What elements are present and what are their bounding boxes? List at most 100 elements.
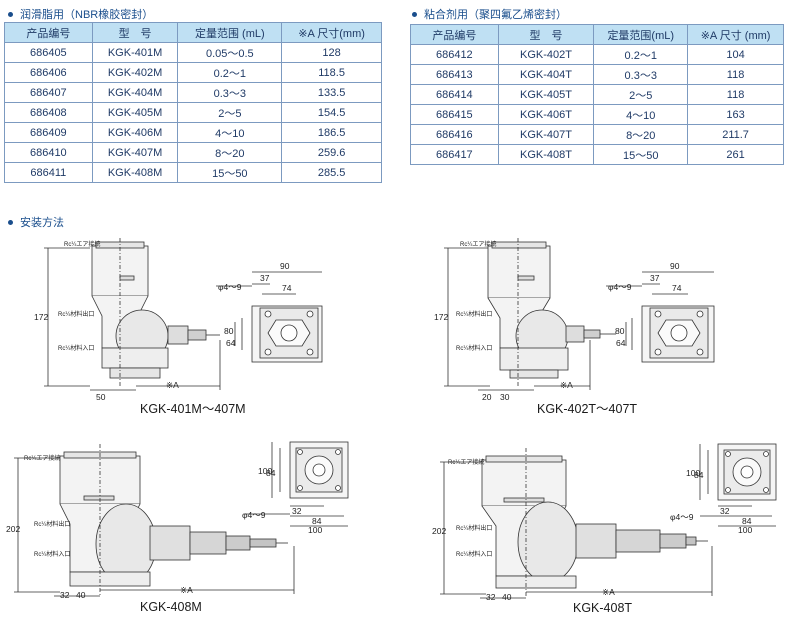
col-header-product-no: 产品编号 <box>410 24 499 45</box>
table-cell: 4～10 <box>177 122 283 143</box>
table-cell: 686412 <box>410 44 499 65</box>
table-cell: 186.5 <box>281 122 382 143</box>
caption-kgk-408m: KGK-408M <box>140 600 202 614</box>
table-cell: 0.2～1 <box>593 44 689 65</box>
dim-base2: 30 <box>500 392 510 402</box>
dim-w37: 37 <box>260 273 270 283</box>
dim-base1: 32 <box>486 592 496 602</box>
dim-v84: 84 <box>694 470 704 480</box>
dim-w90: 90 <box>670 261 680 271</box>
col-header-a-size: ※A 尺寸 (mm) <box>687 24 784 45</box>
table-cell: 259.6 <box>281 142 382 163</box>
drawing-kgk-408m-svg: 202 32 40 ※A 100 84 φ4～9 32 84 100 Rc¼エア… <box>6 441 349 600</box>
bullet-icon <box>8 11 13 17</box>
table-cell: 2～5 <box>593 84 689 105</box>
dim-w74: 74 <box>672 283 682 293</box>
col-header-model: 型 号 <box>497 24 595 45</box>
caption-kgk-401m: KGK-401M～407M <box>140 402 246 416</box>
dim-w100: 100 <box>738 525 752 535</box>
left-table-title: 润滑脂用（NBR橡胶密封） <box>8 6 153 22</box>
label-out: Rc¼材料出口 <box>34 520 70 528</box>
dim-w100: 100 <box>308 525 322 535</box>
table-cell: 686411 <box>4 162 93 183</box>
drawing-kgk-401m: 172 50 ※A 90 37 74 φ4～9 80 64 Rc¼エア接続 Rc… <box>30 236 360 406</box>
table-cell: 211.7 <box>687 124 784 145</box>
table-cell: KGK-406M <box>91 122 179 143</box>
drawing-kgk-401m-svg: 172 50 ※A 90 37 74 φ4～9 80 64 Rc¼エア接続 Rc… <box>34 238 323 402</box>
bullet-icon <box>412 11 417 17</box>
table-cell: KGK-408T <box>497 144 595 165</box>
dim-phi: φ4～9 <box>242 510 266 520</box>
table-cell: 686407 <box>4 82 93 103</box>
table-cell: 686410 <box>4 142 93 163</box>
dim-w74: 74 <box>282 283 292 293</box>
drawing-kgk-402t-svg: 172 20 30 ※A 90 37 74 φ4～9 80 64 Rc¼エア接続… <box>434 238 715 402</box>
dim-height: 172 <box>34 312 48 322</box>
table-cell: 686417 <box>410 144 499 165</box>
table-header-row: 产品编号 型 号 定量范围(mL) ※A 尺寸 (mm) <box>410 24 784 45</box>
table-header-row: 产品编号 型 号 定量范围 (mL) ※A 尺寸(mm) <box>4 22 382 43</box>
table-cell: 686405 <box>4 42 93 63</box>
label-in: Rc¼材料入口 <box>456 344 492 352</box>
table-cell: 686406 <box>4 62 93 83</box>
dim-base1: 32 <box>60 590 70 600</box>
dim-height: 202 <box>6 524 20 534</box>
label-in: Rc¼材料入口 <box>456 550 492 558</box>
dim-base: 50 <box>96 392 106 402</box>
table-cell: 8～20 <box>593 124 689 145</box>
dim-w84: 84 <box>312 516 322 526</box>
label-air: Rc¼エア接続 <box>24 454 60 462</box>
table-cell: 261 <box>687 144 784 165</box>
table-cell: 686414 <box>410 84 499 105</box>
drawing-kgk-408m: 202 32 40 ※A 100 84 φ4～9 32 84 100 Rc¼エア… <box>4 440 374 605</box>
dim-w90: 90 <box>280 261 290 271</box>
table-cell: KGK-407M <box>91 142 179 163</box>
dim-v100: 100 <box>686 468 700 478</box>
dim-height: 172 <box>434 312 448 322</box>
dim-height: 202 <box>432 526 446 536</box>
table-cell: KGK-401M <box>91 42 179 63</box>
table-cell: 285.5 <box>281 162 382 183</box>
label-out: Rc¼材料出口 <box>58 310 94 318</box>
right-table-title-text: 粘合剂用（聚四氟乙烯密封） <box>424 9 567 21</box>
table-cell: 686415 <box>410 104 499 125</box>
dim-a: ※A <box>166 380 179 390</box>
col-header-range: 定量范围 (mL) <box>177 22 283 43</box>
table-cell: KGK-404M <box>91 82 179 103</box>
dim-w37: 37 <box>650 273 660 283</box>
dim-phi: φ4～9 <box>608 282 632 292</box>
table-cell: KGK-402M <box>91 62 179 83</box>
caption-kgk-402t: KGK-402T～407T <box>537 402 638 416</box>
table-cell: 118 <box>687 84 784 105</box>
table-cell: KGK-402T <box>497 44 595 65</box>
table-cell: 154.5 <box>281 102 382 123</box>
table-cell: 686413 <box>410 64 499 85</box>
dim-base2: 40 <box>76 590 86 600</box>
table-cell: 2～5 <box>177 102 283 123</box>
dim-a: ※A <box>602 587 615 597</box>
table-cell: 0.3～3 <box>177 82 283 103</box>
table-cell: KGK-406T <box>497 104 595 125</box>
dim-w32: 32 <box>292 506 302 516</box>
install-title: 安装方法 <box>8 214 64 230</box>
drawing-kgk-408t-svg: 202 32 40 ※A 100 84 φ4～9 32 84 100 Rc¼エア… <box>432 443 777 602</box>
label-out: Rc¼材料出口 <box>456 524 492 532</box>
table-cell: 686416 <box>410 124 499 145</box>
table-cell: KGK-408M <box>91 162 179 183</box>
dim-v84: 84 <box>266 468 276 478</box>
dim-phi: φ4～9 <box>218 282 242 292</box>
label-in: Rc¼材料入口 <box>58 344 94 352</box>
table-cell: KGK-407T <box>497 124 595 145</box>
col-header-model: 型 号 <box>91 22 179 43</box>
